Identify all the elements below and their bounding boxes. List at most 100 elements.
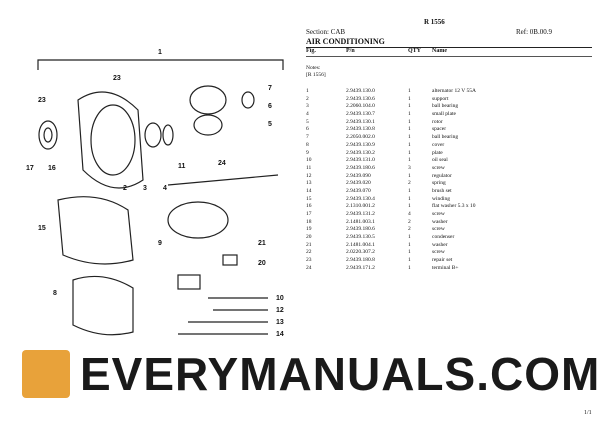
cell-fig: 11	[306, 164, 312, 171]
cell-name: flat washer 5.3 x 10	[432, 203, 476, 210]
cell-qty: 1	[408, 264, 411, 271]
cell-fig: 1	[306, 88, 309, 94]
cell-qty: 1	[408, 149, 411, 156]
table-row: 12 2.9439.090 1 regulator	[306, 173, 596, 181]
callout-label: 14	[276, 331, 284, 338]
notes-label: Notes:	[306, 65, 321, 71]
cell-pn: 2.9439.171.2	[346, 264, 375, 271]
cell-fig: 24	[306, 264, 312, 271]
cell-pn: 2.9439.180.8	[346, 257, 375, 264]
cell-pn: 2.9439.090	[346, 172, 371, 179]
cell-pn: 2.9439.070	[346, 187, 371, 194]
cell-qty: 2	[408, 226, 411, 233]
notes: Notes: [R 1556]	[306, 65, 326, 79]
col-name: Name	[432, 48, 447, 54]
section-label: Section: CAB	[306, 28, 346, 36]
cell-pn: 2.9439.130.5	[346, 234, 375, 241]
cell-fig: 12	[306, 172, 312, 179]
watermark: EVERYMANUALS.COM	[80, 348, 601, 400]
cell-pn: 2.9439.130.2	[346, 149, 375, 156]
cell-name: regulator	[432, 172, 452, 179]
cell-fig: 9	[306, 149, 309, 156]
callout-label: 23	[38, 97, 46, 104]
cell-fig: 16	[306, 203, 312, 210]
cell-fig: 5	[306, 118, 309, 125]
cell-fig: 15	[306, 195, 312, 202]
page-number: 1/1	[584, 410, 592, 416]
cell-pn: 2.1481.003.1	[346, 218, 375, 225]
cell-fig: 4	[306, 111, 309, 118]
cell-name: spacer	[432, 126, 447, 133]
cell-qty: 1	[408, 157, 411, 164]
page-title: AIR CONDITIONING	[306, 37, 385, 46]
callout-label: 15	[38, 225, 46, 232]
callout-label: 13	[276, 319, 284, 326]
cell-pn: 2.2060.104.0	[346, 103, 375, 110]
cell-qty: 1	[408, 103, 411, 110]
cell-qty: 1	[408, 187, 411, 194]
cell-fig: 7	[306, 134, 309, 141]
cell-pn: 2.9439.130.0	[346, 88, 375, 94]
reference-label: Ref: 0B.00.9	[516, 28, 552, 36]
cell-qty: 1	[408, 134, 411, 141]
watermark-logo	[22, 350, 70, 398]
header-rule	[306, 47, 592, 48]
cell-name: winding	[432, 195, 451, 202]
cell-name: rotor	[432, 118, 443, 125]
table-row: 15 2.9439.130.4 1 winding	[306, 196, 596, 204]
cell-name: spring	[432, 180, 446, 187]
cell-name: cover	[432, 141, 445, 148]
callout-label: 5	[268, 121, 272, 128]
cell-pn: 2.9439.131.0	[346, 157, 375, 164]
cell-qty: 1	[408, 195, 411, 202]
cell-qty: 1	[408, 88, 411, 94]
cell-pn: 2.9439.130.4	[346, 195, 375, 202]
cell-pn: 2.9439.180.6	[346, 164, 375, 171]
cell-name: plate	[432, 149, 443, 156]
callout-label: 10	[276, 295, 284, 302]
cell-pn: 2.9439.130.9	[346, 141, 375, 148]
col-pn: P/n	[346, 48, 355, 54]
cell-name: washer	[432, 241, 448, 248]
callout-label: 20	[258, 260, 266, 267]
cell-name: ball bearing	[432, 103, 459, 110]
cell-name: screw	[432, 164, 445, 171]
col-fig: Fig.	[306, 48, 316, 54]
cell-fig: 6	[306, 126, 309, 133]
cell-qty: 1	[408, 234, 411, 241]
header-rule	[306, 56, 592, 57]
cell-qty: 1	[408, 172, 411, 179]
cell-name: screw	[432, 249, 445, 256]
cell-qty: 2	[408, 180, 411, 187]
cell-pn: 2.9439.131.2	[346, 211, 375, 217]
callout-label: 3	[143, 185, 147, 192]
cell-fig: 23	[306, 257, 312, 264]
cell-qty: 1	[408, 95, 411, 102]
document-code: R 1556	[424, 18, 445, 26]
callout-label: 23	[113, 75, 121, 82]
callout-label: 12	[276, 307, 284, 314]
cell-fig: 2	[306, 95, 309, 102]
cell-name: condenser	[432, 234, 455, 241]
cell-fig: 21	[306, 241, 312, 248]
callout-label: 21	[258, 240, 266, 247]
cell-pn: 2.9439.020	[346, 180, 371, 187]
cell-name: washer	[432, 218, 448, 225]
callout-label: 4	[163, 185, 167, 192]
cell-name: terminal B+	[432, 264, 459, 271]
cell-pn: 2.9439.130.1	[346, 118, 375, 125]
cell-name: screw	[432, 211, 445, 217]
cell-qty: 3	[408, 164, 411, 171]
cell-fig: 14	[306, 187, 312, 194]
cell-pn: 2.9439.130.8	[346, 126, 375, 133]
